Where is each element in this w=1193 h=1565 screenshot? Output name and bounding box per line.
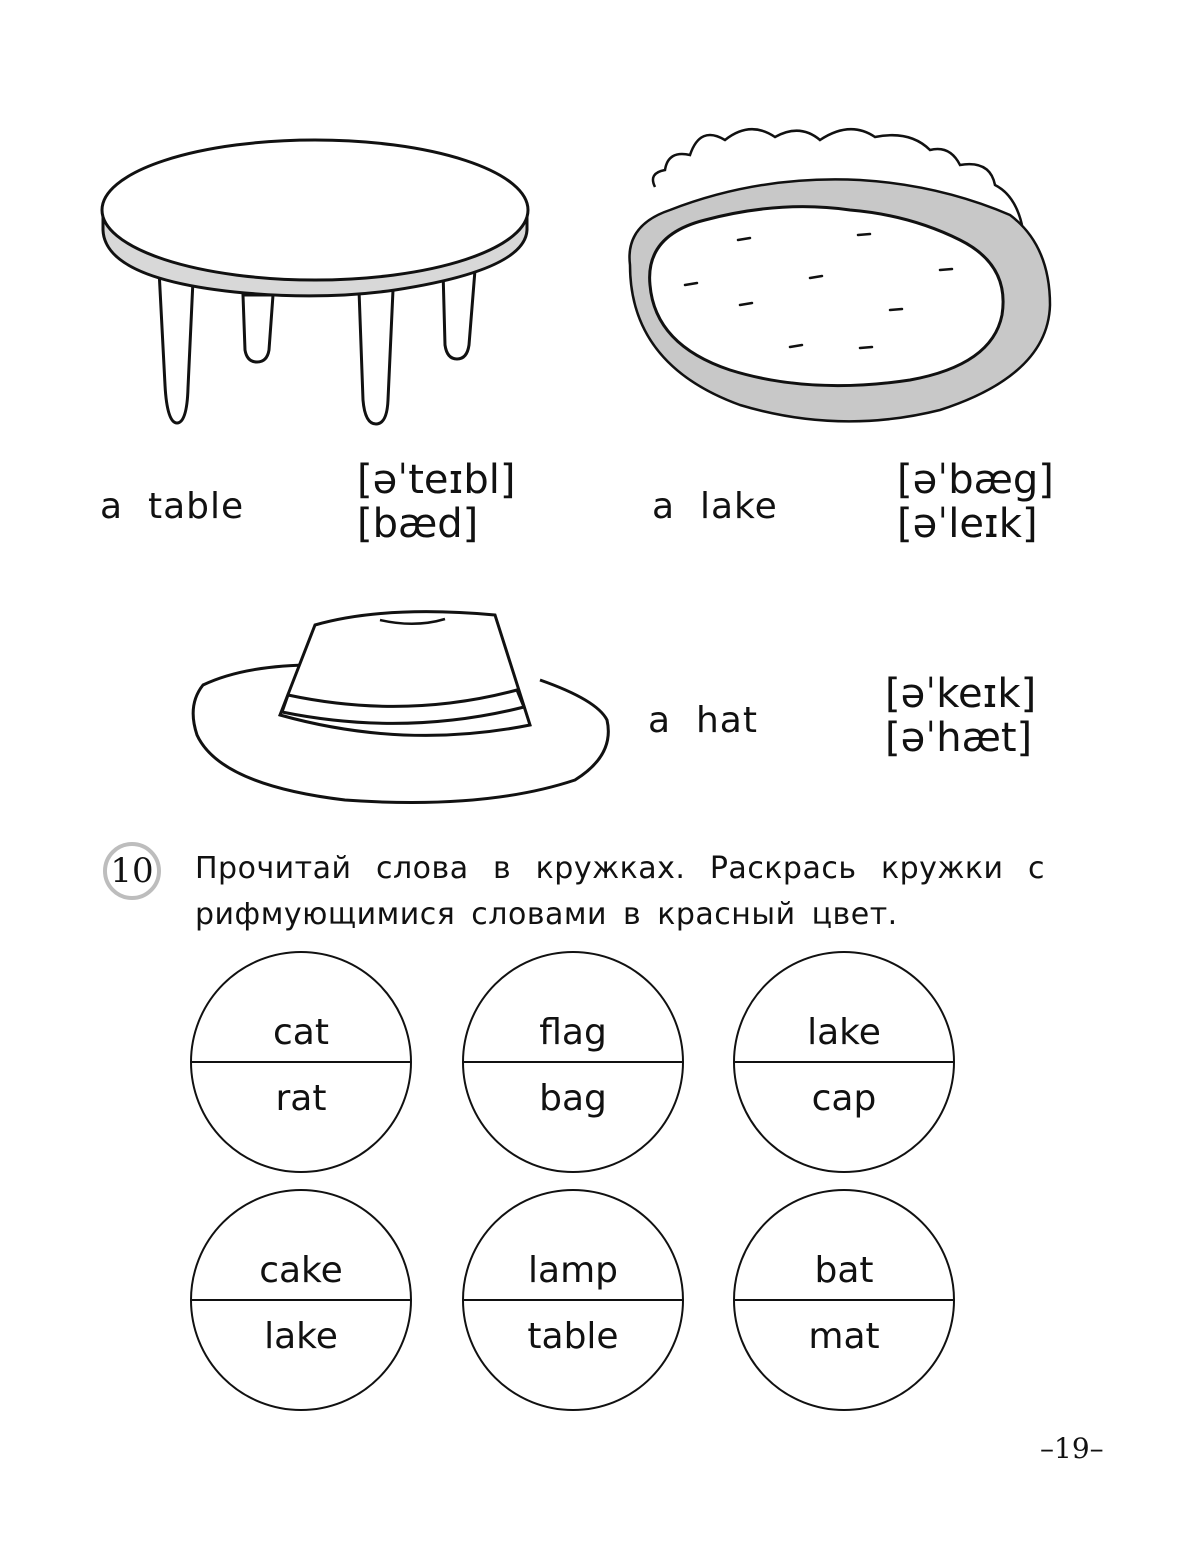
page-number-dash: – xyxy=(1089,1432,1104,1465)
circle-divider xyxy=(464,1299,682,1301)
ipa-options-table: [əˈteɪbl] [bæd] xyxy=(357,458,515,546)
circle-word-bottom: lake xyxy=(264,1316,338,1357)
circle-divider xyxy=(735,1061,953,1063)
word-circle[interactable]: bat mat xyxy=(733,1189,955,1411)
page-number-dash: – xyxy=(1040,1432,1054,1465)
circle-word-top: lamp xyxy=(528,1250,618,1291)
ipa-option: [əˈleɪk] xyxy=(897,501,1038,547)
word-circle[interactable]: cake lake xyxy=(190,1189,412,1411)
circle-word-bottom: bag xyxy=(539,1078,607,1119)
ipa-option: [bæd] xyxy=(357,501,479,547)
circle-word-top: cat xyxy=(273,1012,329,1053)
circle-word-top: bat xyxy=(814,1250,874,1291)
hat-illustration xyxy=(191,610,610,804)
ipa-options-lake: [əˈbæg] [əˈleɪk] xyxy=(897,458,1054,546)
circle-divider xyxy=(464,1061,682,1063)
word-label-lake: a lake xyxy=(652,486,778,527)
table-illustration xyxy=(100,138,530,426)
ipa-option: [əˈbæg] xyxy=(897,457,1054,503)
word-label-table: a table xyxy=(100,486,245,527)
word-circle[interactable]: flag bag xyxy=(462,951,684,1173)
circle-word-bottom: cap xyxy=(811,1078,877,1119)
circle-divider xyxy=(192,1299,410,1301)
ipa-option: [əˈteɪbl] xyxy=(357,457,516,503)
circle-word-bottom: mat xyxy=(808,1316,880,1357)
circle-word-bottom: table xyxy=(527,1316,619,1357)
circle-word-top: flag xyxy=(539,1012,607,1053)
circle-word-top: lake xyxy=(807,1012,881,1053)
word-circle[interactable]: lake cap xyxy=(733,951,955,1173)
ipa-option: [əˈhæt] xyxy=(885,715,1033,761)
word-label-hat: a hat xyxy=(648,700,758,741)
circle-word-top: cake xyxy=(259,1250,343,1291)
task-instructions: Прочитай слова в кружках. Раскрась кружк… xyxy=(195,851,1045,932)
word-circle[interactable]: cat rat xyxy=(190,951,412,1173)
ipa-options-hat: [əˈkeɪk] [əˈhæt] xyxy=(885,672,1036,760)
ipa-option: [əˈkeɪk] xyxy=(885,671,1037,717)
page-number-value: 19 xyxy=(1054,1432,1090,1465)
circle-word-bottom: rat xyxy=(275,1078,327,1119)
circle-divider xyxy=(735,1299,953,1301)
page-number: –19– xyxy=(1040,1432,1104,1465)
lake-illustration xyxy=(628,128,1052,423)
circle-divider xyxy=(192,1061,410,1063)
word-circle[interactable]: lamp table xyxy=(462,1189,684,1411)
task-number: 10 xyxy=(103,842,161,900)
